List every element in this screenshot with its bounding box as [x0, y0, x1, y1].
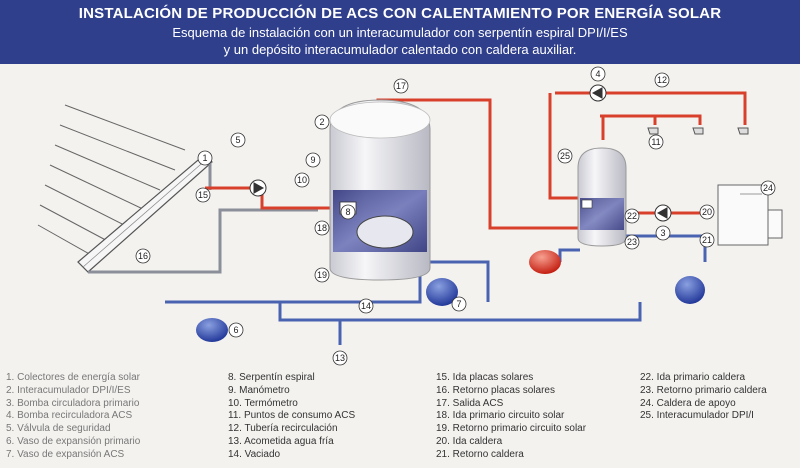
hot-water-pipes: [205, 91, 747, 230]
legend-column-1: 1. Colectores de energía solar 2. Intera…: [6, 372, 140, 462]
boiler: [717, 184, 783, 246]
legend-item: 4. Bomba recirculadora ACS: [6, 410, 133, 422]
callout-19: 19: [317, 270, 327, 280]
legend-item: 13. Acometida agua fría: [228, 435, 334, 447]
legend-item: 3. Bomba circuladora primario: [6, 397, 140, 409]
legend-item: 11. Puntos de consumo ACS: [228, 410, 356, 422]
callout-2: 2: [319, 117, 324, 127]
auxiliary-tank: [577, 147, 627, 247]
legend-item: 20. Ida caldera: [436, 435, 503, 447]
callout-15: 15: [198, 190, 208, 200]
legend-column-3: 15. Ida placas solares 16. Retorno placa…: [436, 372, 586, 462]
legend-item: 23. Retorno primario caldera: [640, 384, 767, 396]
consumption-taps: [647, 127, 749, 135]
legend-item: 14. Vaciado: [228, 448, 281, 460]
callout-9: 9: [310, 155, 315, 165]
callout-17: 17: [396, 81, 406, 91]
callout-14: 14: [361, 301, 371, 311]
legend-item: 9. Manómetro: [228, 384, 290, 396]
legend-item: 15. Ida placas solares: [436, 372, 534, 383]
sun-rays: [37, 104, 186, 261]
callout-10: 10: [297, 175, 307, 185]
legend-item: 24. Caldera de apoyo: [640, 397, 736, 409]
callout-1: 1: [202, 153, 207, 163]
solar-collector: [77, 154, 213, 273]
callout-4: 4: [595, 69, 600, 79]
callout-13: 13: [335, 353, 345, 363]
callout-18: 18: [317, 223, 327, 233]
callout-25: 25: [560, 151, 570, 161]
callout-11: 11: [651, 137, 660, 147]
callout-22: 22: [627, 211, 637, 221]
pumps: [249, 84, 672, 222]
cold-water-pipes: [165, 234, 707, 345]
callout-7: 7: [456, 299, 461, 309]
callout-20: 20: [702, 207, 712, 217]
legend-item: 2. Interacumulador DPI/I/ES: [6, 384, 131, 396]
callout-labels: [135, 66, 776, 366]
legend-item: 7. Vaso de expansión ACS: [6, 448, 125, 460]
legend-item: 6. Vaso de expansión primario: [6, 435, 141, 447]
legend-column-2: 8. Serpentín espiral 9. Manómetro 10. Te…: [228, 372, 355, 462]
legend-item: 25. Interacumulador DPI/I: [640, 410, 754, 422]
legend-column-4: 22. Ida primario caldera 23. Retorno pri…: [640, 372, 767, 423]
legend-item: 17. Salida ACS: [436, 397, 504, 409]
header-banner: INSTALACIÓN DE PRODUCCIÓN DE ACS CON CAL…: [0, 0, 800, 64]
callout-5: 5: [235, 135, 240, 145]
legend-item: 18. Ida primario circuito solar: [436, 410, 565, 422]
subtitle-line-2: y un depósito interacumulador calentado …: [223, 42, 577, 57]
callout-23: 23: [627, 237, 637, 247]
callout-16: 16: [138, 251, 148, 261]
callout-24: 24: [763, 183, 773, 193]
legend-item: 8. Serpentín espiral: [228, 372, 315, 383]
legend-item: 5. Válvula de seguridad: [6, 423, 111, 435]
callout-21: 21: [702, 235, 712, 245]
interacumulador-tank: [329, 99, 431, 281]
legend-item: 21. Retorno caldera: [436, 448, 524, 460]
callout-8: 8: [345, 207, 350, 217]
gray-pipes: [88, 162, 318, 274]
expansion-vessels: [196, 250, 705, 342]
callout-3: 3: [660, 228, 665, 238]
legend-item: 19. Retorno primario circuito solar: [436, 423, 587, 435]
legend-item: 12. Tubería recirculación: [228, 423, 338, 435]
legend-item: 22. Ida primario caldera: [640, 372, 746, 383]
callout-numbers: 1 2 3 4 5 6 7 8 9 10 11 12 13 14 15 16 1…: [138, 69, 773, 363]
callout-6: 6: [233, 325, 238, 335]
subtitle-line-1: Esquema de instalación con un interacumu…: [172, 25, 628, 40]
callout-12: 12: [657, 75, 667, 85]
legend-item: 16. Retorno placas solares: [436, 384, 555, 396]
legend-item: 10. Termómetro: [228, 397, 298, 409]
installation-diagram: 1 2 3 4 5 6 7 8 9 10 11 12 13 14 15 16 1…: [37, 66, 783, 366]
legend-item: 1. Colectores de energía solar: [6, 372, 140, 383]
page-title: INSTALACIÓN DE PRODUCCIÓN DE ACS CON CAL…: [78, 5, 722, 22]
